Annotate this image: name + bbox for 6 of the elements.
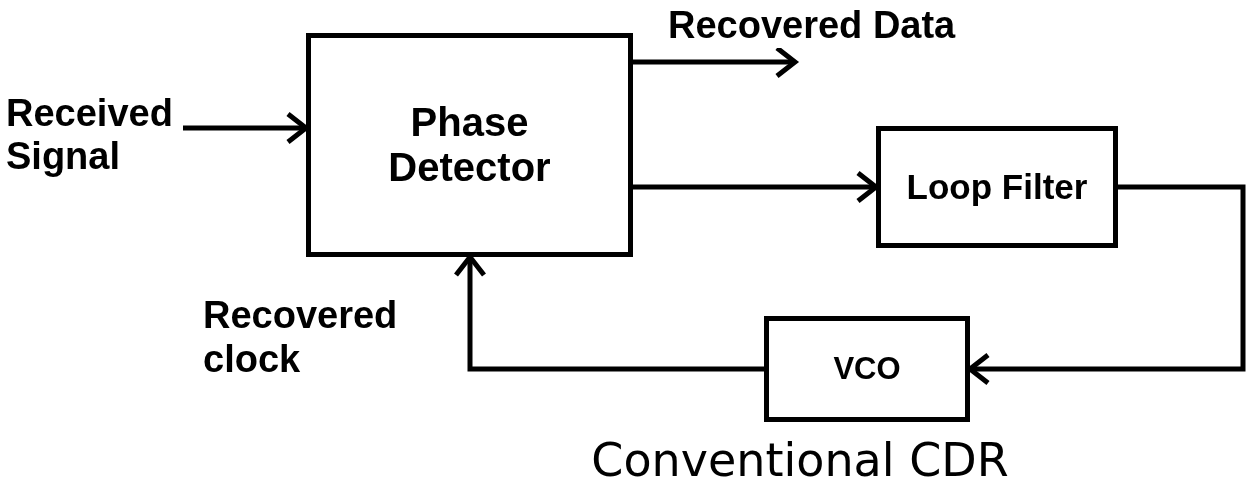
diagram-title: Conventional CDR <box>590 434 1010 487</box>
input-label: Received Signal <box>6 76 183 194</box>
block-box: Phase Detector <box>306 33 633 257</box>
block-box: Loop Filter <box>876 126 1118 248</box>
block-box: VCO <box>764 316 970 422</box>
arrow <box>633 45 798 79</box>
